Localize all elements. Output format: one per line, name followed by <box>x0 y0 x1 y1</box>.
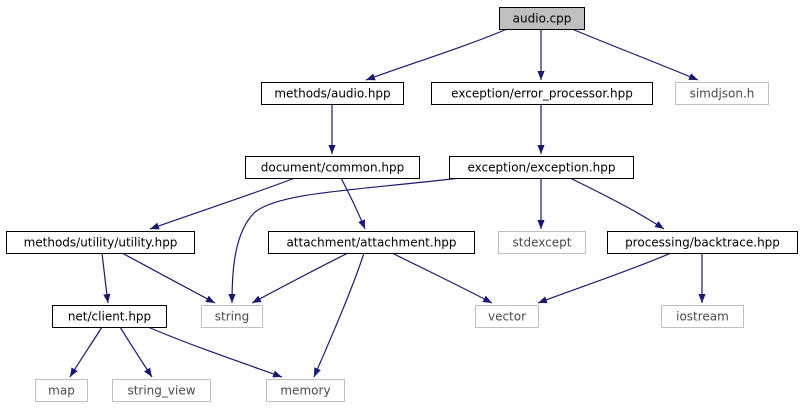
node-box <box>35 379 88 402</box>
node-label: audio.cpp <box>513 12 572 26</box>
edge-methods-utility-utility-hpp-to-net-client-hpp <box>101 252 111 304</box>
node-document-common-hpp[interactable]: document/common.hpp <box>245 156 420 179</box>
node-string: string <box>201 305 263 328</box>
node-methods-utility-utility-hpp[interactable]: methods/utility/utility.hpp <box>6 231 195 254</box>
edge-net-client-hpp-to-memory <box>147 326 283 378</box>
node-box <box>475 305 539 328</box>
node-vector: vector <box>475 305 539 328</box>
node-label: simdjson.h <box>690 87 755 101</box>
edge-methods-utility-utility-hpp-to-string <box>121 252 216 304</box>
node-label: exception/error_processor.hpp <box>451 87 633 101</box>
node-box <box>268 231 475 254</box>
node-exception-error-processor-hpp[interactable]: exception/error_processor.hpp <box>431 82 653 105</box>
node-label: processing/backtrace.hpp <box>625 236 780 250</box>
node-exception-exception-hpp[interactable]: exception/exception.hpp <box>449 156 634 179</box>
node-audio-cpp[interactable]: audio.cpp <box>499 7 585 30</box>
edge-attachment-attachment-hpp-to-string <box>251 252 349 304</box>
node-label: string <box>215 310 249 324</box>
edge-net-client-hpp-to-string-view <box>119 326 153 378</box>
node-box <box>245 156 420 179</box>
node-box <box>52 305 167 328</box>
node-box <box>661 305 744 328</box>
node-box <box>261 82 404 105</box>
edge-net-client-hpp-to-map <box>69 326 103 378</box>
node-box <box>498 231 586 254</box>
node-label: attachment/attachment.hpp <box>286 236 456 250</box>
node-attachment-attachment-hpp[interactable]: attachment/attachment.hpp <box>268 231 475 254</box>
node-label: string_view <box>127 384 195 398</box>
node-label: iostream <box>676 310 729 324</box>
node-box <box>499 7 585 30</box>
edge-exception-exception-hpp-to-string <box>228 177 461 304</box>
node-label: methods/audio.hpp <box>274 87 390 101</box>
node-map: map <box>35 379 88 402</box>
node-label: vector <box>488 310 526 324</box>
node-box <box>112 379 211 402</box>
edge-attachment-attachment-hpp-to-memory <box>313 252 365 378</box>
node-label: document/common.hpp <box>261 161 405 175</box>
node-box <box>266 379 345 402</box>
edge-attachment-attachment-hpp-to-vector <box>391 252 493 304</box>
edge-document-common-hpp-to-attachment-attachment-hpp <box>340 177 366 230</box>
node-box <box>449 156 634 179</box>
node-label: exception/exception.hpp <box>468 161 616 175</box>
node-label: memory <box>280 384 330 398</box>
node-processing-backtrace-hpp[interactable]: processing/backtrace.hpp <box>607 231 798 254</box>
node-box <box>6 231 195 254</box>
node-iostream: iostream <box>661 305 744 328</box>
node-string-view: string_view <box>112 379 211 402</box>
edge-audio-cpp-to-methods-audio-hpp <box>365 28 508 81</box>
node-memory: memory <box>266 379 345 402</box>
edge-processing-backtrace-hpp-to-vector <box>537 252 672 304</box>
node-methods-audio-hpp[interactable]: methods/audio.hpp <box>261 82 404 105</box>
node-stdexcept: stdexcept <box>498 231 586 254</box>
edge-document-common-hpp-to-methods-utility-utility-hpp <box>149 177 296 230</box>
node-box <box>201 305 263 328</box>
node-label: net/client.hpp <box>68 310 151 324</box>
node-label: stdexcept <box>513 236 572 250</box>
edge-exception-exception-hpp-to-processing-backtrace-hpp <box>569 177 665 230</box>
node-label: map <box>48 384 75 398</box>
node-simdjson-h: simdjson.h <box>675 82 769 105</box>
edge-audio-cpp-to-simdjson-h <box>571 28 699 81</box>
node-net-client-hpp[interactable]: net/client.hpp <box>52 305 167 328</box>
edges <box>69 28 706 378</box>
node-box <box>607 231 798 254</box>
node-box <box>431 82 653 105</box>
node-label: methods/utility/utility.hpp <box>24 236 178 250</box>
node-box <box>675 82 769 105</box>
nodes: audio.cpp methods/audio.hpp exception/erro… <box>6 7 798 402</box>
